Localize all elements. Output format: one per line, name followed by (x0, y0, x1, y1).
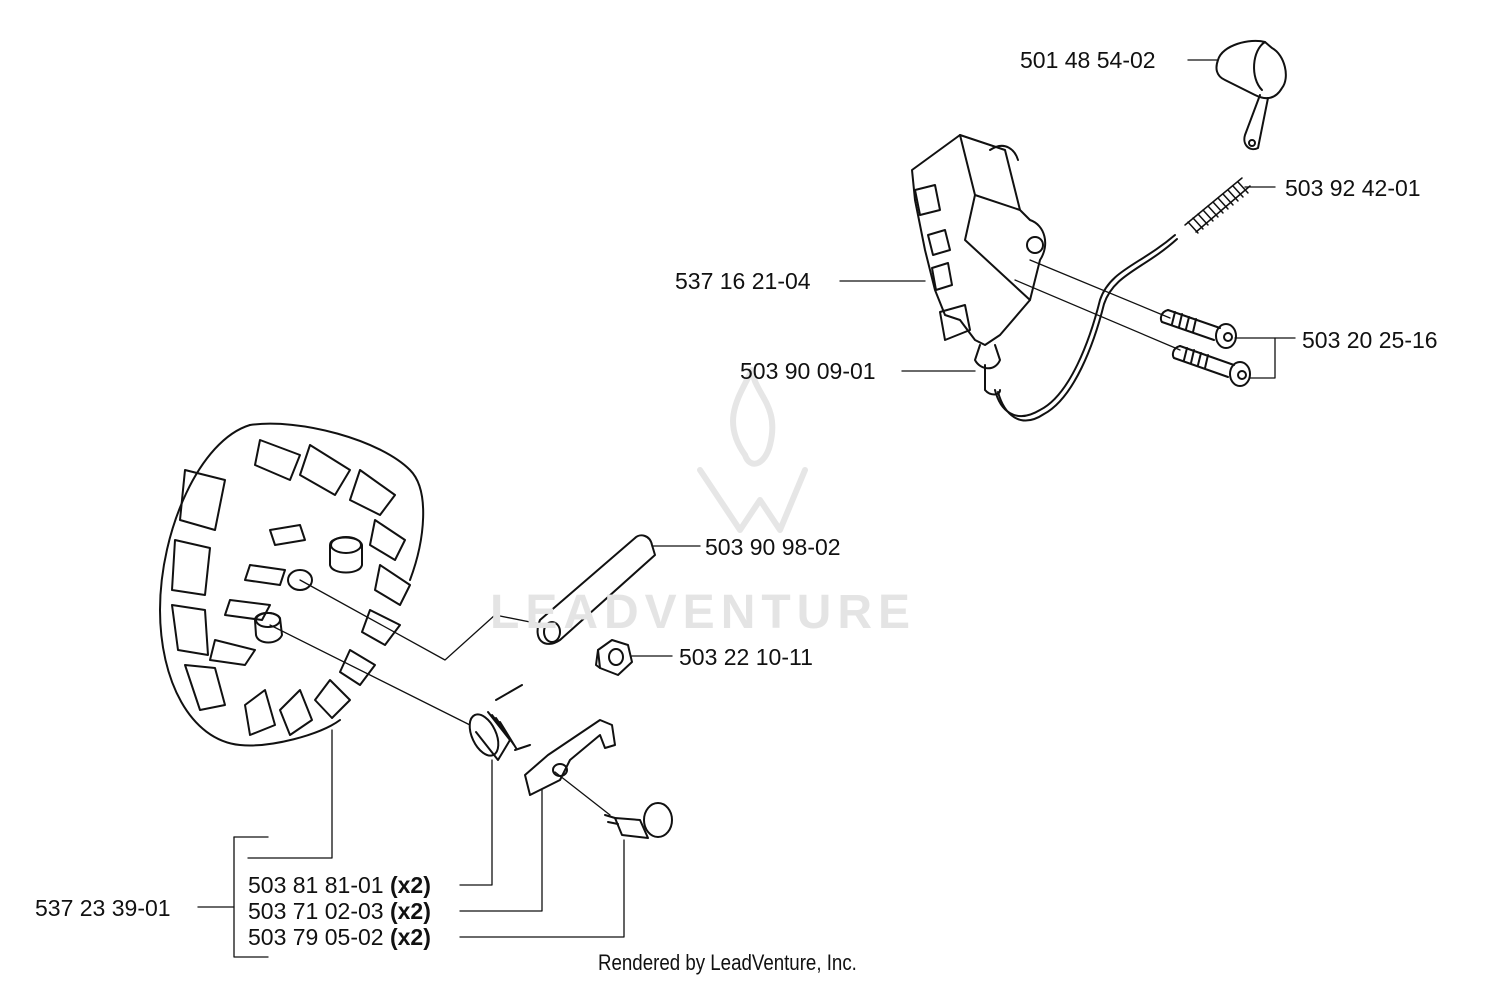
flywheel (159, 422, 425, 747)
ignition-module (911, 134, 1178, 422)
part-number: 503 90 09-01 (740, 358, 876, 384)
watermark-text: LEADVENTURE (490, 586, 917, 639)
nut (595, 639, 633, 676)
pawl-spring (468, 684, 523, 761)
part-label-spark-plug-boot[interactable]: 501 48 54-02 (1020, 47, 1156, 73)
part-quantity: (x2) (389, 872, 431, 898)
part-number: 503 79 05-02 (248, 924, 384, 950)
part-number: 503 22 10-11 (679, 644, 813, 670)
spring (1184, 177, 1251, 234)
part-quantity: (x2) (389, 924, 431, 950)
part-label-arm[interactable]: 503 90 98-02 (705, 534, 841, 560)
part-label-spark-plug-connector[interactable]: 503 90 09-01 (740, 358, 876, 384)
part-number: 501 48 54-02 (1020, 47, 1156, 73)
part-label-pawl[interactable]: 503 71 02-03 (x2) (248, 898, 431, 924)
part-label-pawl-spring[interactable]: 503 81 81-01 (x2) (248, 872, 431, 898)
part-number: 503 92 42-01 (1285, 175, 1421, 201)
footer-credit: Rendered by LeadVenture, Inc. (598, 950, 857, 975)
part-number: 503 81 81-01 (248, 872, 384, 898)
arm (536, 534, 656, 645)
leader-lines (197, 59, 1296, 958)
part-label-pin[interactable]: 503 79 05-02 (x2) (248, 924, 431, 950)
pin (604, 802, 673, 839)
part-number: 503 71 02-03 (248, 898, 384, 924)
part-label-ignition-module[interactable]: 537 16 21-04 (675, 268, 811, 294)
part-label-flywheel[interactable]: 537 23 39-01 (35, 895, 171, 921)
part-quantity: (x2) (389, 898, 431, 924)
part-label-screws[interactable]: 503 20 25-16 (1302, 327, 1438, 353)
part-label-spring[interactable]: 503 92 42-01 (1285, 175, 1421, 201)
part-number: 503 20 25-16 (1302, 327, 1438, 353)
screws (1159, 309, 1251, 387)
pawl (514, 719, 616, 796)
part-label-nut[interactable]: 503 22 10-11 (679, 644, 813, 670)
part-number: 537 16 21-04 (675, 268, 811, 294)
part-number: 537 23 39-01 (35, 895, 171, 921)
part-number: 503 90 98-02 (705, 534, 841, 560)
spark-plug-boot (1215, 40, 1287, 151)
watermark-logo (697, 367, 808, 533)
